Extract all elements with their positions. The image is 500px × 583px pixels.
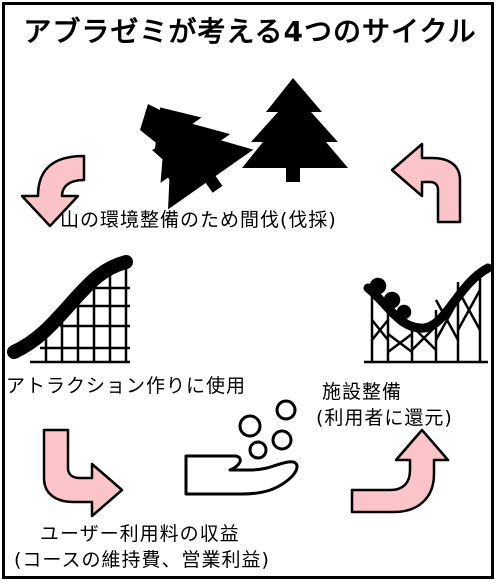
cycle-arrow-bottom-left <box>42 428 124 518</box>
diagram-frame <box>2 2 494 579</box>
step-2-label: アトラクション作りに使用 <box>6 375 247 397</box>
roller-coaster-loop-icon <box>363 263 493 364</box>
step-3-label: 施設整備 <box>322 381 403 403</box>
cycle-arrow-top-left <box>20 154 86 228</box>
coins-in-hand-icon <box>184 399 299 496</box>
step-4-sublabel: (コースの維持費、営業利益) <box>14 549 270 571</box>
roller-coaster-lift-icon <box>7 255 133 364</box>
step-3-sublabel: (利用者に還元) <box>316 407 453 429</box>
cycle-arrow-top-right <box>390 142 462 224</box>
step-1-label: 山の環境整備のため間伐(伐採) <box>60 209 337 231</box>
diagram-title: アブラゼミが考える4つのサイクル <box>23 15 477 48</box>
step-4-label: ユーザー利用料の収益 <box>40 523 240 545</box>
cycle-arrow-bottom-right <box>350 428 450 514</box>
felled-trees-icon <box>140 78 348 210</box>
